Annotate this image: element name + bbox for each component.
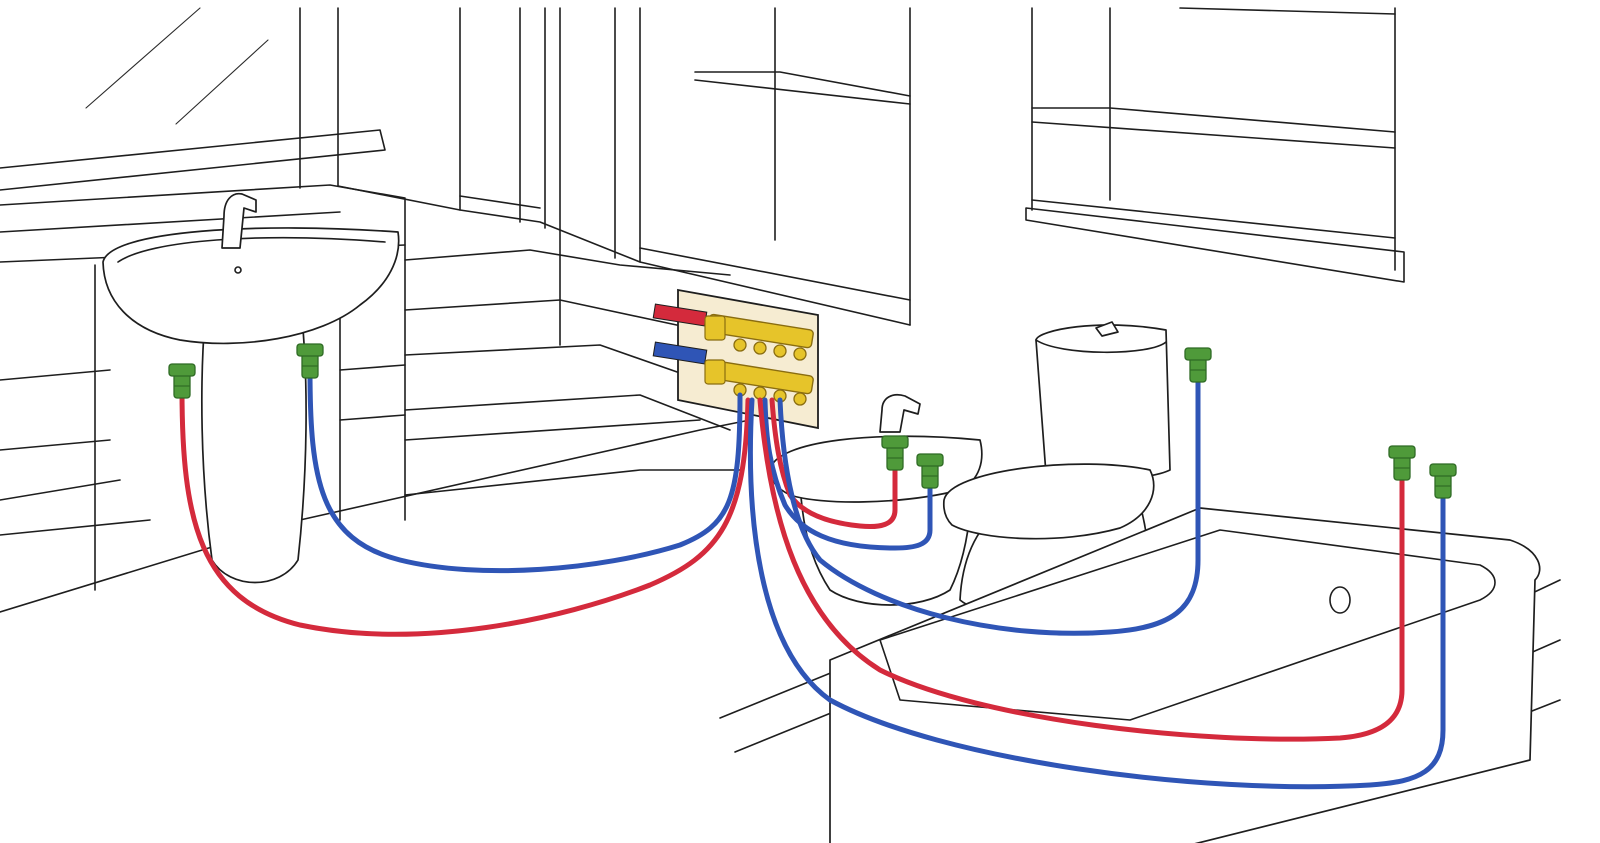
toilet-cold-fitting <box>1184 347 1212 383</box>
washbasin-cold-fitting <box>296 343 324 379</box>
washbasin <box>102 192 400 584</box>
pipe-fittings <box>168 343 1457 499</box>
bidet-hot-fitting <box>881 435 909 471</box>
manifold-outlet <box>753 341 767 355</box>
bidet-cold-fitting <box>916 453 944 489</box>
manifold-outlet <box>793 347 807 361</box>
manifold-outlet <box>793 392 807 406</box>
washbasin-cold-pipe <box>307 367 743 574</box>
toilet <box>942 321 1171 620</box>
bathtub-hot-pipe <box>757 397 1405 742</box>
bathtub-cold-pipe <box>747 397 1446 790</box>
bathtub-cold-fitting <box>1429 463 1457 499</box>
supply-pipes <box>179 367 1446 790</box>
manifold-panel <box>652 288 819 430</box>
manifold-outlet <box>733 338 747 352</box>
bathtub-hot-fitting <box>1388 445 1416 481</box>
washbasin-hot-pipe <box>179 387 751 637</box>
manifold-outlet <box>773 344 787 358</box>
bidet-cold-pipe <box>762 397 933 551</box>
manifold-outlet <box>753 386 767 400</box>
bidet-hot-pipe <box>769 397 898 530</box>
toilet-cold-pipe <box>777 367 1201 636</box>
bathtub <box>829 507 1541 843</box>
washbasin-hot-fitting <box>168 363 196 399</box>
